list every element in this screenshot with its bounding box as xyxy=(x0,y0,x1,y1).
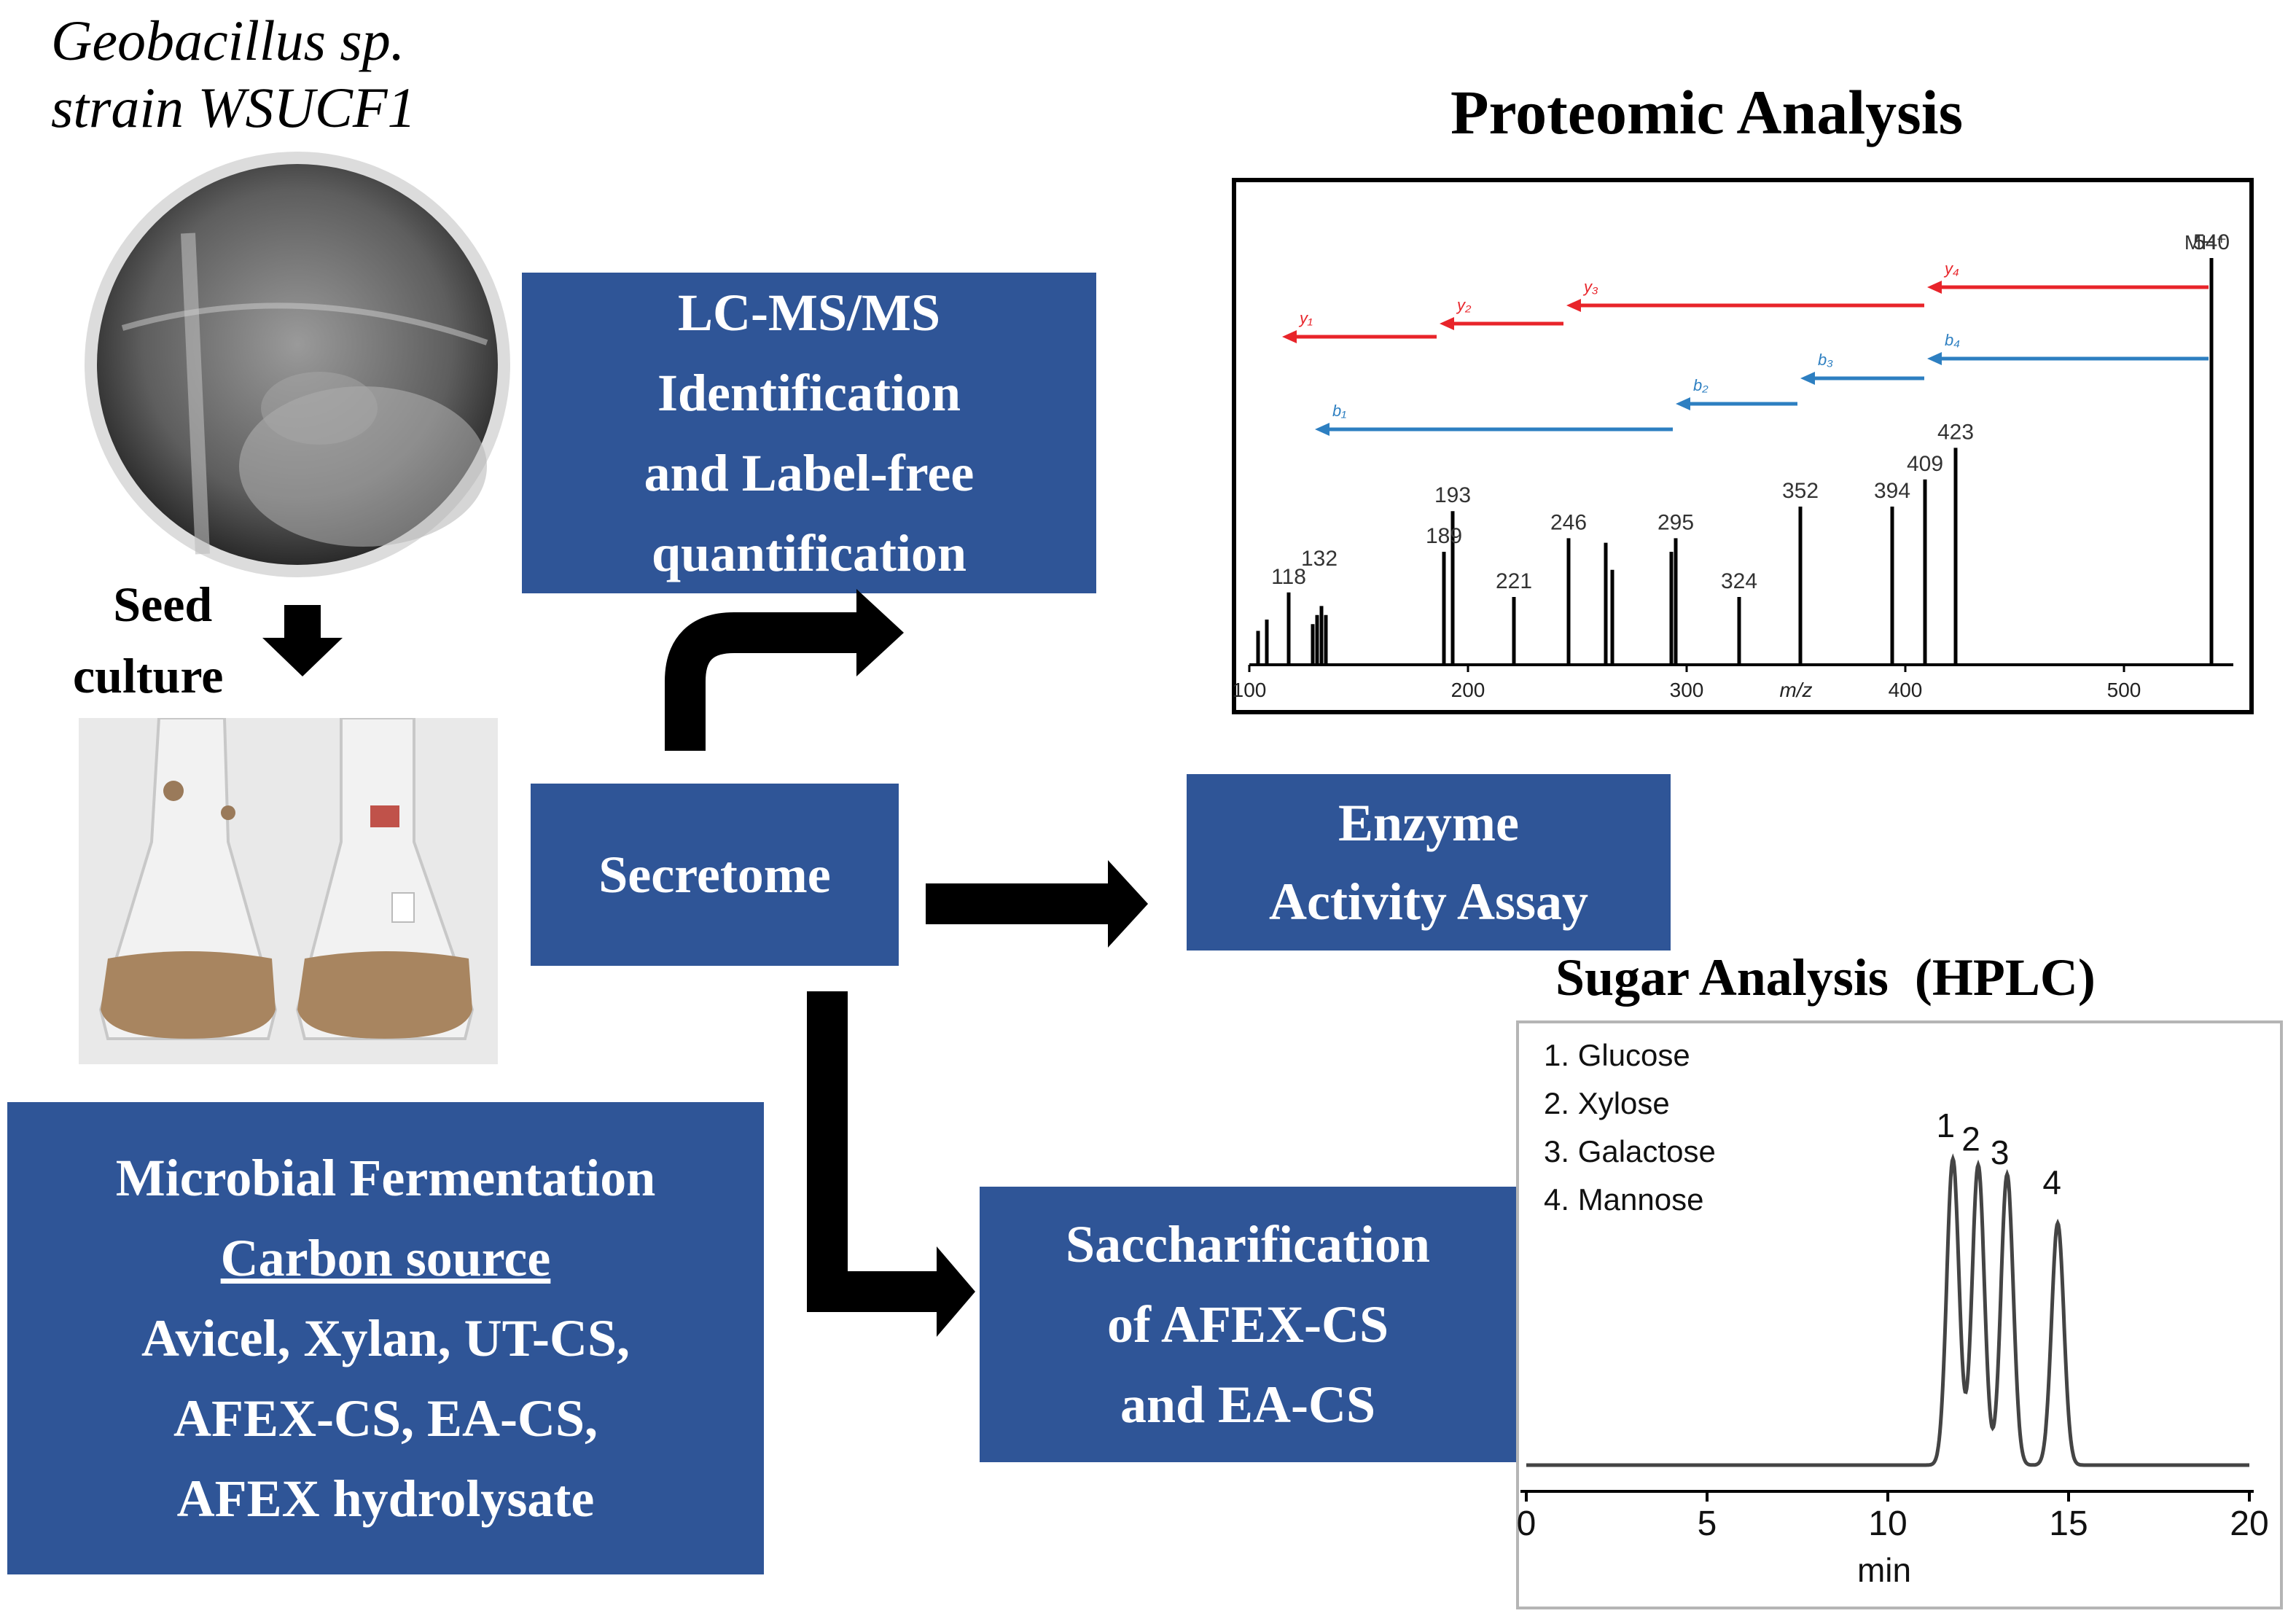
seed-label-line2: culture xyxy=(73,648,224,703)
lcms-line1: LC-MS/MS xyxy=(678,284,940,342)
sacch-line2: of AFEX-CS xyxy=(1106,1295,1389,1354)
enzyme-activity-box: Enzyme Activity Assay xyxy=(1187,774,1671,951)
spectrum-x-tick-label: 300 xyxy=(1670,679,1704,701)
peak-label: 132 xyxy=(1301,547,1338,571)
saccharification-box: Saccharification of AFEX-CS and EA-CS xyxy=(980,1187,1516,1462)
peak-label: 221 xyxy=(1496,569,1532,593)
carbon-source-heading: Carbon source xyxy=(220,1229,551,1287)
seed-label-line1: Seed xyxy=(113,577,213,632)
peak-label: 423 xyxy=(1937,420,1974,444)
secretome-box: Secretome xyxy=(531,784,899,966)
organism-genus: Geobacillus sp. xyxy=(51,9,405,72)
organism-strain: strain WSUCF1 xyxy=(51,76,416,139)
fermentation-title: Microbial Fermentation xyxy=(115,1149,656,1207)
arrow-to-lcms xyxy=(665,612,860,751)
peak-label: 409 xyxy=(1907,452,1943,476)
lcms-identification-box: LC-MS/MS Identification and Label-free q… xyxy=(522,273,1096,593)
hplc-x-tick-label: 10 xyxy=(1868,1504,1907,1543)
hplc-legend-item: 2. Xylose xyxy=(1544,1086,1670,1120)
b-ion-arrowhead xyxy=(1800,372,1815,385)
precursor-label: MH⁺ xyxy=(2184,231,2227,254)
arrow-to-sacch-vertical xyxy=(807,991,848,1312)
y-ion-arrowhead xyxy=(1282,330,1297,343)
y-ion-arrowhead xyxy=(1566,299,1581,312)
spectrum-x-tick-label: 200 xyxy=(1451,679,1485,701)
hplc-trace xyxy=(1526,1153,2249,1467)
carbon-source-item: AFEX-CS, EA-CS, xyxy=(173,1389,598,1448)
b-ion-arrowhead xyxy=(1676,397,1690,410)
peak-label: 246 xyxy=(1550,510,1587,534)
spectrum-x-tick-label: 500 xyxy=(2107,679,2141,701)
b-ion-label: b₃ xyxy=(1818,351,1833,369)
hplc-x-tick-label: 15 xyxy=(2049,1504,2088,1543)
lcms-line4: quantification xyxy=(651,524,967,582)
sugar-analysis-title: Sugar Analysis (HPLC) xyxy=(1555,948,2096,1007)
hplc-x-tick-label: 5 xyxy=(1698,1504,1717,1543)
b-ion-label: b₂ xyxy=(1693,376,1709,394)
spectrum-x-tick-label: 400 xyxy=(1889,679,1923,701)
culture-flasks-image xyxy=(79,718,498,1064)
arrow-to-sacch-horizontal xyxy=(807,1271,942,1312)
peak-label: 540 xyxy=(2193,230,2230,254)
b-ion-arrowhead xyxy=(1927,352,1942,365)
carbon-source-item: AFEX hydrolysate xyxy=(176,1469,595,1528)
peak-label: 193 xyxy=(1434,483,1471,507)
hplc-chromatogram-chart: 1. Glucose 2. Xylose 3. Galactose 4. Mannos… xyxy=(1516,1020,2283,1609)
seed-down-arrow xyxy=(262,605,343,676)
y-ion-label: y₂ xyxy=(1456,296,1472,314)
sacch-line3: and EA-CS xyxy=(1120,1375,1376,1434)
arrow-to-lcms-head xyxy=(856,589,904,676)
hplc-peak-label: 4 xyxy=(2042,1163,2061,1201)
hplc-legend-item: 3. Galactose xyxy=(1544,1134,1716,1168)
b-ion-label: b₄ xyxy=(1945,331,1960,349)
secretome-label: Secretome xyxy=(598,845,831,904)
y-ion-arrowhead xyxy=(1440,317,1454,330)
hplc-x-axis-label: min xyxy=(1857,1551,1911,1589)
petri-dish-image xyxy=(85,152,510,577)
hplc-peak-label: 3 xyxy=(1991,1133,2010,1171)
hplc-legend-item: 1. Glucose xyxy=(1544,1038,1690,1072)
y-ion-label: y₃ xyxy=(1582,278,1598,296)
peak-label: 352 xyxy=(1782,479,1819,503)
hplc-peak-label: 1 xyxy=(1936,1106,1955,1144)
y-ion-label: y₄ xyxy=(1943,259,1959,278)
hplc-x-tick-label: 20 xyxy=(2230,1504,2268,1543)
peak-label: 295 xyxy=(1657,510,1694,534)
y-ion-label: y₁ xyxy=(1298,309,1313,327)
peak-label: 324 xyxy=(1721,569,1757,593)
enzyme-line1: Enzyme xyxy=(1338,794,1519,852)
arrow-to-enzyme-head xyxy=(1108,860,1148,948)
lcms-line2: Identification xyxy=(657,364,961,422)
proteomic-title: Proteomic Analysis xyxy=(1450,77,1964,147)
enzyme-line2: Activity Assay xyxy=(1269,873,1588,931)
b-ion-label: b₁ xyxy=(1332,402,1346,420)
spectrum-x-axis-label: m/z xyxy=(1779,679,1812,701)
peak-label: 189 xyxy=(1426,524,1462,548)
hplc-peak-label: 2 xyxy=(1961,1120,1980,1158)
lcms-line3: and Label-free xyxy=(644,444,975,502)
peak-label: 394 xyxy=(1874,479,1910,503)
y-ion-arrowhead xyxy=(1927,281,1942,294)
spectrum-x-tick-label: 100 xyxy=(1233,679,1267,701)
arrow-to-enzyme xyxy=(926,883,1115,924)
seed-culture-label: Seed culture xyxy=(73,569,224,711)
carbon-source-item: Avicel, Xylan, UT-CS, xyxy=(141,1309,630,1367)
hplc-legend-item: 4. Mannose xyxy=(1544,1182,1703,1217)
sacch-line1: Saccharification xyxy=(1066,1215,1430,1273)
organism-title: Geobacillus sp. strain WSUCF1 xyxy=(51,7,416,141)
b-ion-arrowhead xyxy=(1315,423,1329,436)
hplc-frame xyxy=(1516,1020,2283,1609)
arrow-to-sacch-head xyxy=(937,1246,975,1337)
microbial-fermentation-box: Microbial Fermentation Carbon source Avi… xyxy=(7,1102,764,1574)
hplc-x-tick-label: 0 xyxy=(1517,1504,1536,1543)
spectrum-frame xyxy=(1232,178,2254,714)
peak-label: 118 xyxy=(1271,565,1306,589)
